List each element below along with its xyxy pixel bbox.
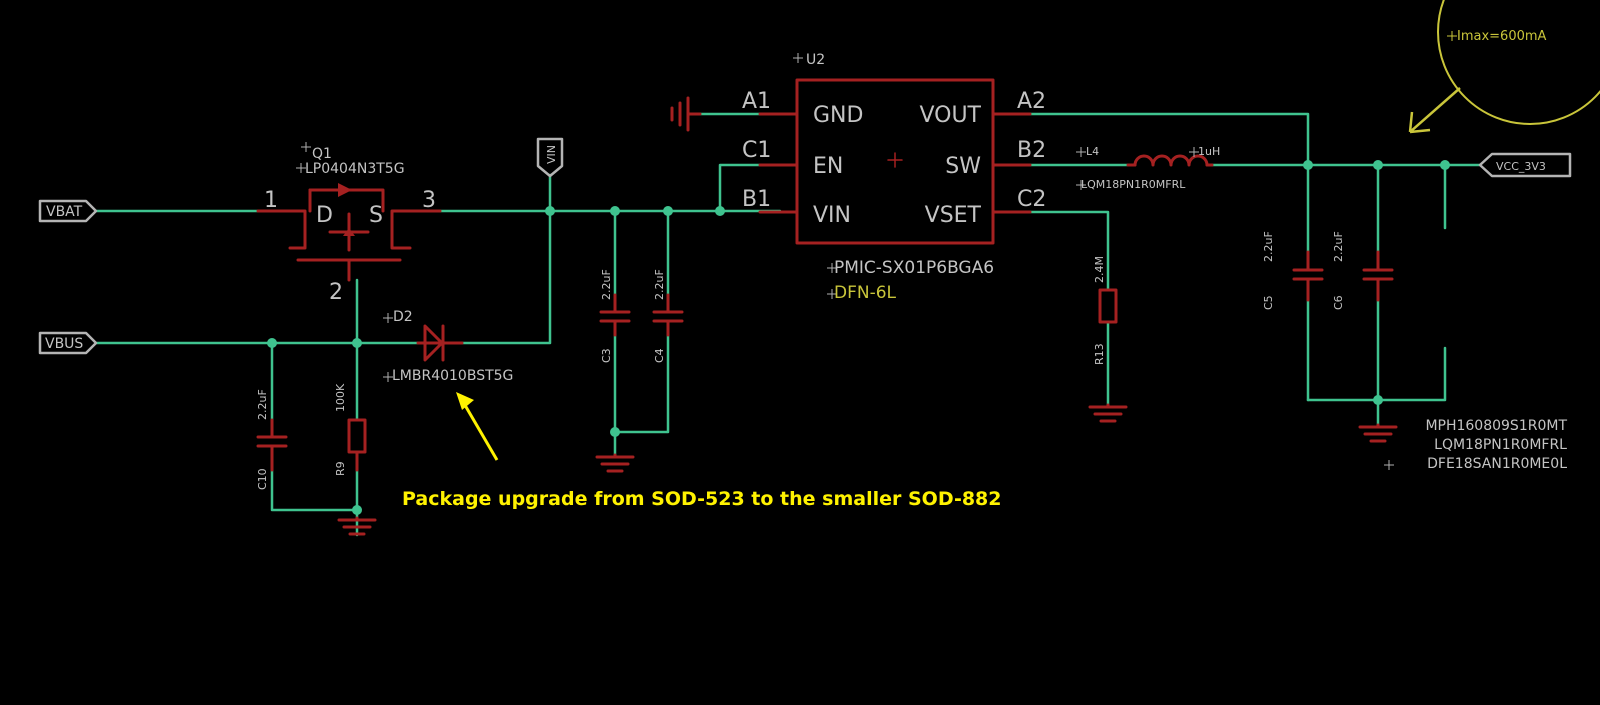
r13-value: 2.4M [1093,256,1106,283]
u2-pin-vin: VIN [813,203,851,228]
arrow-head-icon [456,392,474,410]
package-note: Package upgrade from SOD-523 to the smal… [402,392,1002,510]
net-bypass [1306,163,1447,402]
c3-capacitor[interactable]: 2.2uF C3 [599,269,631,363]
u2-package: DFN-6L [834,283,897,303]
port-vin-label: VIN [545,145,558,164]
r13-ref: R13 [1093,343,1106,365]
alt-part-2: LQM18PN1R0MFRL [1434,437,1567,453]
u2-ball-a2: A2 [1017,89,1046,114]
q1-pin-3: 3 [422,188,436,213]
c6-ref: C6 [1332,295,1345,310]
q1-mosfet[interactable]: Q1 LP0404N3T5G 1 3 2 D S [256,142,442,305]
port-vin[interactable]: VIN [536,137,564,178]
port-vbat[interactable]: VBAT [38,199,98,223]
junction-dot [1440,160,1450,170]
gnd-symbol-r13 [1088,403,1128,423]
port-vbus[interactable]: VBUS [38,331,98,355]
u2-ball-c1: C1 [742,138,771,163]
junction-dot [663,206,673,216]
c5-value: 2.2uF [1262,231,1275,262]
imax-arrow [1408,87,1461,134]
u2-value: PMIC-SX01P6BGA6 [834,258,994,278]
d2-ref: D2 [393,309,413,325]
q1-source-label: S [369,203,383,228]
junction-dot [610,206,620,216]
junctions [267,160,1450,515]
package-note-text: Package upgrade from SOD-523 to the smal… [402,488,1002,510]
u2-ball-c2: C2 [1017,187,1046,212]
net-c10 [270,341,359,512]
r9-ref: R9 [334,461,347,476]
net-vout [1013,112,1310,167]
u2-pin-sw: SW [945,154,981,179]
u2-ref: U2 [806,52,825,68]
c3-value: 2.2uF [600,269,613,300]
gnd-symbol-c3 [595,453,635,473]
junction-dot [352,338,362,348]
q1-drain-label: D [316,203,333,228]
junction-dot [1373,395,1383,405]
package-note-arrow [460,399,499,461]
nets [94,112,1482,537]
q1-pin-1: 1 [264,188,278,213]
l4-inductor[interactable]: L4 1uH LQM18PN1R0MFRL [1076,145,1220,191]
q1-pin-2: 2 [329,280,343,305]
junction-dot [545,206,555,216]
c4-value: 2.2uF [653,269,666,300]
junction-dot [610,427,620,437]
d2-diode[interactable]: D2 LMBR4010BST5G [383,309,513,384]
u2-ball-b1: B1 [742,187,771,212]
u2-pin-gnd: GND [813,103,863,128]
alt-part-1: MPH160809S1R0MT [1425,418,1567,434]
imax-circle [1437,0,1600,125]
q1-ref: Q1 [312,146,332,162]
c6-value: 2.2uF [1332,231,1345,262]
c10-ref: C10 [256,468,269,490]
r9-resistor[interactable]: 100K R9 [334,383,367,476]
u2-ball-b2: B2 [1017,138,1046,163]
port-vbat-label: VBAT [46,204,83,220]
gnd-symbol-u2 [670,96,702,132]
gnd-symbol-r9 [337,516,377,536]
c10-capacitor[interactable]: 2.2uF C10 [256,389,288,490]
u2-ball-a1: A1 [742,89,771,114]
c4-ref: C4 [653,348,666,363]
c4-capacitor[interactable]: 2.2uF C4 [652,269,684,363]
port-vcc-3v3[interactable]: VCC_3V3 [1478,152,1572,178]
l4-part: LQM18PN1R0MFRL [1081,178,1186,191]
l4-value: 1uH [1198,145,1220,158]
c5-ref: C5 [1262,295,1275,310]
c3-ref: C3 [600,348,613,363]
u2-pin-vset: VSET [925,203,982,228]
c10-value: 2.2uF [256,389,269,420]
gnd-symbol-c6 [1358,423,1398,443]
junction-dot [1373,160,1383,170]
imax-callout: Imax=600mA [1408,0,1600,134]
junction-dot [352,505,362,515]
junction-dot [267,338,277,348]
u2-pin-vout: VOUT [919,103,981,128]
net-c4 [613,209,670,434]
junction-dot [1303,160,1313,170]
port-vbus-label: VBUS [45,336,83,352]
d2-value: LMBR4010BST5G [392,368,513,384]
imax-text: Imax=600mA [1457,29,1547,44]
c6-capacitor[interactable]: 2.2uF C6 [1332,231,1394,310]
port-vcc-label: VCC_3V3 [1496,160,1546,173]
inductor-alternates-list: MPH160809S1R0MT LQM18PN1R0MFRL DFE18SAN1… [1384,418,1567,472]
r9-value: 100K [334,383,347,412]
u2-pmic[interactable]: U2 A1 C1 B1 GND EN VIN A2 B2 C2 VOUT SW … [742,52,1046,303]
l4-ref: L4 [1086,145,1099,158]
alt-part-3: DFE18SAN1R0ME0L [1427,456,1567,472]
q1-value: LP0404N3T5G [305,161,405,177]
net-vset [1013,210,1110,292]
c5-capacitor[interactable]: 2.2uF C5 [1262,231,1324,310]
net-vin-port [460,173,552,345]
r13-resistor[interactable]: 2.4M R13 [1093,256,1118,365]
junction-dot [715,206,725,216]
u2-pin-en: EN [813,154,843,179]
